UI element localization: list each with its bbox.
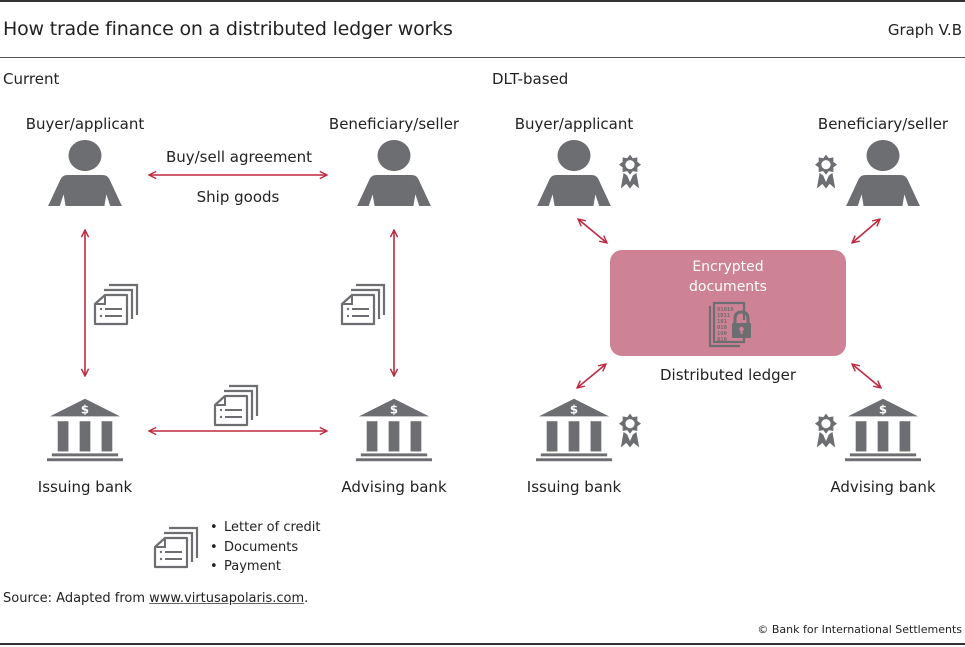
bottom-rule bbox=[0, 643, 965, 645]
source-note: Source: Adapted from www.virtusapolaris.… bbox=[3, 591, 309, 606]
current-advising-bank-icon bbox=[355, 396, 433, 464]
dlt-seller-label: Beneficiary/seller bbox=[817, 115, 949, 133]
binary-line: 1011 bbox=[717, 313, 731, 319]
graph-number: Graph V.B bbox=[887, 21, 962, 39]
binary-line: 100 bbox=[717, 331, 727, 337]
copyright: © Bank for International Settlements bbox=[757, 623, 962, 636]
arrow-dlt-seller-ledger bbox=[852, 219, 880, 243]
current-issuing-bank-icon bbox=[46, 396, 124, 464]
source-link[interactable]: www.virtusapolaris.com bbox=[149, 591, 305, 606]
dlt-advising-bank-label: Advising bank bbox=[830, 478, 936, 496]
distributed-ledger-box: Encrypted documents 01010 1011 101 010 1… bbox=[610, 250, 846, 356]
legend-item: •Documents bbox=[210, 539, 299, 555]
arrow-dlt-buyer-ledger bbox=[578, 219, 607, 243]
current-buyer-label: Buyer/applicant bbox=[25, 115, 145, 133]
encrypted-label-line1: Encrypted bbox=[692, 259, 764, 275]
dlt-issuing-bank-icon bbox=[535, 396, 613, 464]
dlt-buyer-certificate-icon bbox=[619, 153, 641, 191]
dlt-buyer-person-icon bbox=[535, 140, 613, 208]
figure-title: How trade finance on a distributed ledge… bbox=[3, 18, 453, 40]
buy-sell-agreement-label: Buy/sell agreement bbox=[165, 148, 313, 166]
header-rule bbox=[0, 57, 965, 58]
current-advising-bank-label: Advising bank bbox=[341, 478, 447, 496]
dlt-seller-person-icon bbox=[844, 140, 922, 208]
legend-item: •Letter of credit bbox=[210, 520, 321, 535]
dlt-advising-bank-icon bbox=[844, 396, 922, 464]
binary-line: 010 bbox=[717, 337, 727, 343]
dlt-buyer-label: Buyer/applicant bbox=[514, 115, 634, 133]
legend-item: •Payment bbox=[210, 559, 281, 574]
binary-line: 101 bbox=[717, 319, 728, 325]
dlt-seller-certificate-icon bbox=[815, 153, 837, 191]
current-buyer-documents-icon bbox=[93, 282, 141, 326]
dlt-advising-certificate-icon bbox=[815, 412, 837, 450]
current-bank-documents-icon bbox=[213, 383, 261, 427]
arrow-dlt-issuing-ledger bbox=[577, 364, 606, 388]
current-issuing-bank-label: Issuing bank bbox=[37, 478, 133, 496]
section-title-dlt: DLT-based bbox=[492, 70, 569, 88]
section-title-current: Current bbox=[3, 70, 60, 88]
top-rule bbox=[0, 0, 965, 2]
current-seller-person-icon bbox=[355, 140, 433, 208]
legend-documents-icon bbox=[153, 525, 201, 569]
current-seller-label: Beneficiary/seller bbox=[328, 115, 460, 133]
ship-goods-label: Ship goods bbox=[196, 188, 280, 206]
legend-list: •Letter of credit •Documents •Payment bbox=[210, 518, 321, 577]
ledger-inner-text: Encrypted documents bbox=[610, 257, 846, 297]
current-buyer-person-icon bbox=[46, 140, 124, 208]
encrypted-label-line2: documents bbox=[689, 279, 767, 295]
arrow-dlt-advising-ledger bbox=[852, 364, 881, 388]
distributed-ledger-label: Distributed ledger bbox=[659, 366, 797, 384]
binary-line: 010 bbox=[717, 325, 727, 331]
dlt-issuing-certificate-icon bbox=[619, 412, 641, 450]
encrypted-document-lock-icon: 01010 1011 101 010 100 010 bbox=[708, 301, 751, 348]
binary-line: 01010 bbox=[717, 307, 734, 313]
current-seller-documents-icon bbox=[340, 282, 388, 326]
dlt-issuing-bank-label: Issuing bank bbox=[526, 478, 622, 496]
